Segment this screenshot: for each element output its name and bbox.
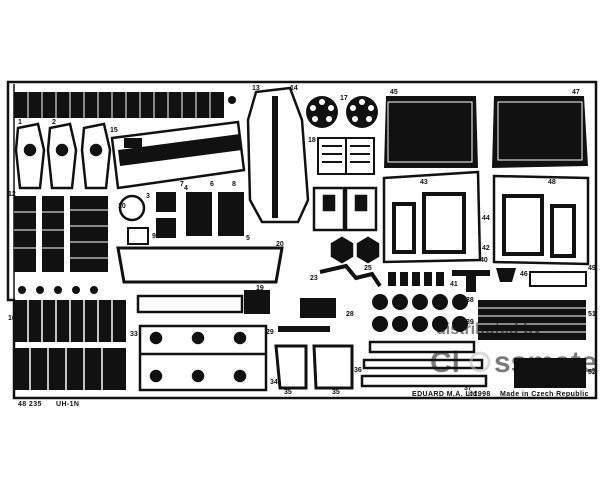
part-label: 40 <box>480 257 488 264</box>
part-small-cluster <box>118 192 244 245</box>
part-label: 39 <box>466 319 474 326</box>
part-tall-strut <box>246 86 310 224</box>
part-label: 5 <box>246 235 250 242</box>
part-label: 46 <box>520 271 528 278</box>
part-top-strip <box>14 92 236 118</box>
part-label: 2 <box>52 119 56 126</box>
part-middle-boxes <box>312 186 382 288</box>
part-label: 17 <box>340 95 348 102</box>
part-label: 12 <box>8 191 16 198</box>
part-windshields <box>384 96 588 168</box>
part-door-panel <box>110 120 246 190</box>
maker-name: EDUARD M.A. Ltd. <box>412 391 480 398</box>
product-name: UH-1N <box>56 401 79 408</box>
part-label: 14 <box>290 85 298 92</box>
part-grille <box>317 137 375 175</box>
part-label: 44 <box>482 215 490 222</box>
part-label: 19 <box>256 285 264 292</box>
part-wheels <box>372 294 468 332</box>
part-label: 35 <box>332 389 340 396</box>
watermark-line4: germany <box>544 377 578 386</box>
watermark-ring-icon <box>469 351 491 373</box>
part-label: 34 <box>270 379 278 386</box>
part-mechanism <box>244 290 354 390</box>
part-label: 9 <box>152 233 156 240</box>
part-label: 49 <box>588 265 596 272</box>
part-ladder-strips <box>14 196 108 272</box>
sheet-footer: 48 235 UH-1N EDUARD M.A. Ltd. ©1998 Made… <box>18 390 589 408</box>
part-long-tray <box>116 246 284 284</box>
part-floor-plates <box>136 294 268 392</box>
part-label: 41 <box>450 281 458 288</box>
part-label: 1 <box>18 119 22 126</box>
part-hooks <box>388 268 587 292</box>
distributor-watermark: distributed by Cl ssmate germany <box>430 321 597 386</box>
part-label: 36 <box>354 367 362 374</box>
part-label: 51 <box>588 311 596 318</box>
part-label: 38 <box>466 297 474 304</box>
part-label: 28 <box>346 311 354 318</box>
part-number-labels: 1 2 3 4 5 6 7 8 9 10 12 13 14 15 16 17 1… <box>8 85 596 396</box>
copyright: ©1998 <box>468 390 491 398</box>
part-label: 6 <box>210 181 214 188</box>
part-label: 42 <box>482 245 490 252</box>
part-label: 33 <box>130 331 138 338</box>
part-door-frames <box>382 170 590 266</box>
part-label: 37 <box>464 385 472 392</box>
part-label: 47 <box>572 89 580 96</box>
part-label: 29 <box>266 329 274 336</box>
part-label: 35 <box>284 389 292 396</box>
part-label: 10 <box>118 203 126 210</box>
part-label: 8 <box>232 181 236 188</box>
part-label: 23 <box>310 275 318 282</box>
part-label: 20 <box>276 241 284 248</box>
part-rotor-discs <box>306 96 378 128</box>
part-seat-backs <box>14 122 112 190</box>
part-label: 25 <box>364 265 372 272</box>
watermark-line1: distributed by <box>436 321 542 338</box>
part-label: 13 <box>252 85 260 92</box>
part-label: 43 <box>420 179 428 186</box>
product-code: 48 235 <box>18 401 42 408</box>
part-plate-row <box>14 286 126 390</box>
part-label: 18 <box>308 137 316 144</box>
part-rails <box>360 340 488 388</box>
part-label: 52 <box>588 369 596 376</box>
part-right-grille <box>478 300 586 388</box>
part-label: 3 <box>146 193 150 200</box>
watermark-line2: Cl <box>430 346 460 379</box>
part-label: 45 <box>390 89 398 96</box>
part-label: 7 <box>180 181 184 188</box>
part-label: 16 <box>8 315 16 322</box>
watermark-line3: ssmate <box>494 346 597 379</box>
part-label: 4 <box>184 185 188 192</box>
origin: Made in Czech Republic <box>500 391 589 398</box>
part-label: 48 <box>548 179 556 186</box>
part-label: 15 <box>110 127 118 134</box>
